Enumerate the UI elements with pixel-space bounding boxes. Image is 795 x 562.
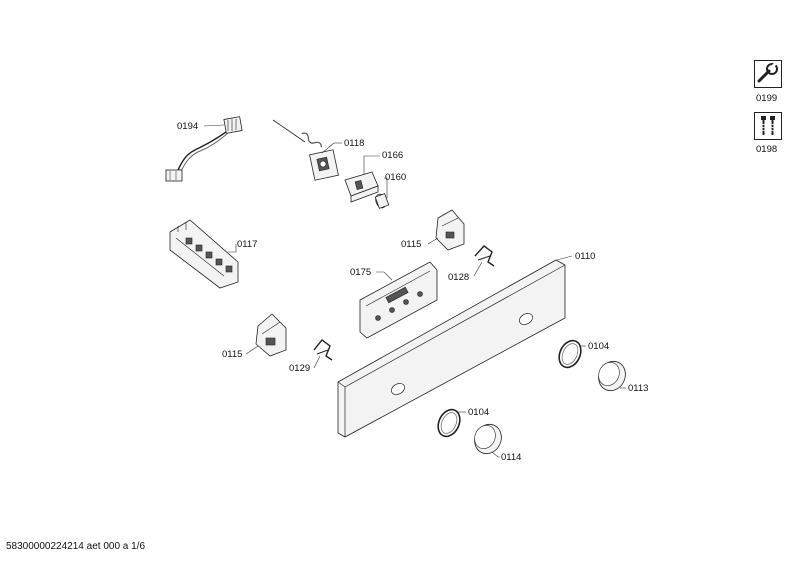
part-0129-clip[interactable] <box>313 339 333 361</box>
part-0166-bracket[interactable] <box>344 171 379 203</box>
wrench-tool-icon[interactable] <box>754 60 782 88</box>
document-footer: 58300000224214 aet 000 a 1/6 <box>6 541 146 552</box>
label-0166: 0166 <box>382 150 403 161</box>
part-0114-knob[interactable] <box>470 420 506 458</box>
part-0118-motor[interactable] <box>272 119 339 181</box>
part-0104-ring-right[interactable] <box>555 337 585 371</box>
part-0194-wire-harness[interactable] <box>165 116 243 182</box>
screws-icon[interactable] <box>754 112 782 140</box>
label-0194: 0194 <box>177 121 198 132</box>
part-0175-electronic-module[interactable] <box>359 261 438 339</box>
label-0175: 0175 <box>350 267 371 278</box>
part-0115-switch-housing-bottom[interactable] <box>255 313 287 357</box>
label-0160: 0160 <box>385 172 406 183</box>
label-0115-top: 0115 <box>401 239 421 250</box>
label-0118: 0118 <box>344 138 364 149</box>
part-0128-clip[interactable] <box>474 245 495 267</box>
label-0128: 0128 <box>448 272 469 283</box>
part-0104-ring-left[interactable] <box>434 406 464 440</box>
label-0129: 0129 <box>289 363 310 374</box>
label-0199: 0199 <box>756 93 778 104</box>
part-0160-cap[interactable] <box>374 193 390 210</box>
label-0117: 0117 <box>237 239 257 250</box>
part-0115-switch-housing-top[interactable] <box>435 209 465 251</box>
label-0104-right: 0104 <box>588 341 609 352</box>
label-0110: 0110 <box>575 251 595 262</box>
part-0110-control-panel[interactable] <box>337 259 566 438</box>
label-0114: 0114 <box>501 452 521 463</box>
part-0117-terminal-block[interactable] <box>169 219 239 289</box>
label-0104-left: 0104 <box>468 407 489 418</box>
part-0113-knob[interactable] <box>594 357 630 395</box>
label-0115-bottom: 0115 <box>222 349 242 360</box>
label-0113: 0113 <box>628 383 648 394</box>
label-0198: 0198 <box>756 144 778 155</box>
